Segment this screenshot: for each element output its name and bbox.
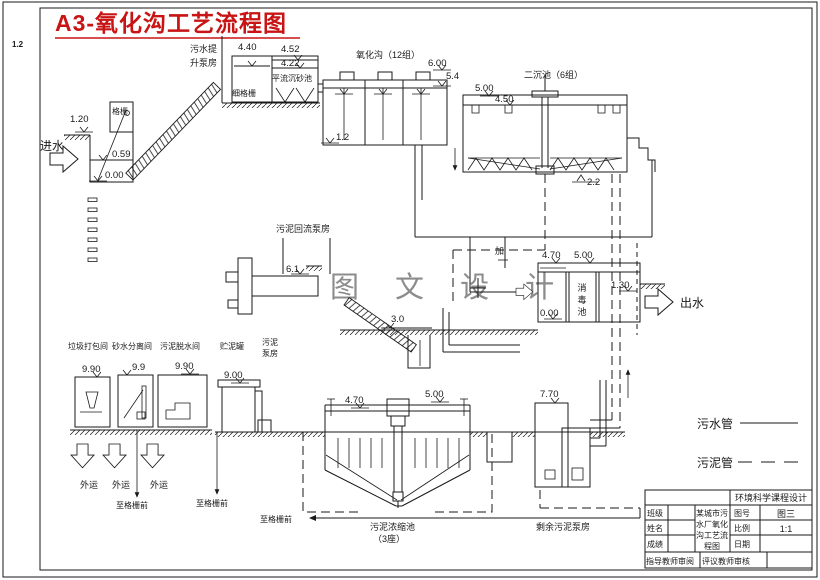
outward-arrow-icon [102,443,127,469]
titleblock-name-label: 姓名 [647,523,663,533]
page-title: A3-氧化沟工艺流程图 [55,10,287,36]
label-lift-pump-1: 污水提 [190,43,217,54]
effluent-arrow-icon [644,288,674,316]
ground-lines [70,283,665,437]
screw-lift-icon [343,297,417,353]
label-sludge-pump-2: 泵房 [262,348,278,358]
label-sludge-dewatering: 污泥脱水间 [160,341,200,351]
lift-pump-grit-section: 污水提 升泵房 4.40 4.52 4.22 平流沉砂池 细格栅 [190,36,323,108]
elev-wet-well: 4.40 [238,42,257,53]
watermark-text: 图 文 设 计 [330,271,568,304]
sludge-screw-lift: 3.0 [343,297,432,369]
elev-clar-bottom: 2.2 [587,177,600,188]
elev-screw-water: 3.0 [391,314,404,325]
secondary-clarifier: 二沉池（6组） 5.00 4.50 2.2 [462,69,656,188]
disinfection-tank: 消 毒 池 4.70 5.00 1.30 0.00 加 [470,243,641,335]
titleblock-advisor: 指导教师审阅 [646,556,694,566]
auxiliary-buildings: 垃圾打包间 砂水分离间 污泥脱水间 贮泥罐 污泥 泵房 9.90 9.9 9.9… [68,337,278,510]
elev-thick-water: 5.00 [425,389,444,400]
elev-storage: 9.00 [224,370,243,381]
label-oxidation-ditch: 氧化沟（12组） [356,49,420,60]
elev-dewater-machine: 6.1 [286,264,299,275]
elev-ox-water: 5.4 [446,71,459,82]
elev-dis-water: 5.00 [574,250,593,261]
titleblock-project-1: 某城市污 [696,508,728,518]
elev-ox-bottom: 1.2 [336,132,349,143]
label-lift-pump-2: 升泵房 [190,57,217,68]
effluent: 出水 [644,288,704,316]
label-outward-1: 外运 [80,479,98,490]
drawing-title: A3-氧化沟工艺流程图 [55,10,300,39]
elev-clar-water: 4.50 [495,94,514,105]
label-disinfection-3: 池 [577,306,586,317]
label-outward-3: 外运 [150,479,168,490]
titleblock-project-4: 程图 [704,542,720,551]
elev-dis-left: 4.70 [542,250,561,261]
elev-influent: 1.20 [70,114,89,125]
sludge-thickener: 4.70 5.00 污泥浓缩池 （3座） [302,389,513,544]
label-disinfection-2: 毒 [577,294,586,305]
elev-surplus: 7.70 [540,389,559,400]
surplus-sludge-pump-house: 7.70 剩余污泥泵房 至格栅前 [260,380,641,532]
outward-arrow-icon [70,443,95,469]
elev-garbage: 9.90 [82,364,101,375]
outward-arrow-icon [140,443,165,469]
label-surplus-sludge-pump: 剩余污泥泵房 [536,521,590,532]
elev-thick-left: 4.70 [345,395,364,406]
elev-ox-top: 6.00 [428,58,447,69]
titleblock-figno-label: 图号 [734,509,750,518]
label-sludge-pump-1: 污泥 [262,337,278,347]
corner-mark: 1.2 [12,40,24,49]
label-grit-chamber: 平流沉砂池 [272,73,312,83]
titleblock-course: 环境科学课程设计 [735,492,807,503]
influent-section: 进水 1.20 格栅 0.59 0.00 [40,81,222,262]
titleblock-scale-value: 1:1 [780,524,793,534]
titleblock-reviewer: 评议教师审核 [702,556,750,566]
label-outward-2: 外运 [112,479,130,490]
label-fine-screen: 细格栅 [232,88,256,98]
label-sludge-return-pump: 污泥回流泵房 [276,223,330,234]
label-coarse-screen: 格栅 [112,106,128,116]
label-effluent: 出水 [680,296,704,310]
legend-sludge-label: 污泥管 [697,455,733,470]
elev-screen-bottom: 0.00 [105,170,124,181]
elev-screen-mid: 0.59 [112,149,131,160]
label-sand-water-separation: 砂水分离间 [112,341,152,351]
label-disinfection-1: 消 [577,282,586,293]
dewatering-machine [225,257,319,315]
label-to-screen-1: 至格栅前 [116,500,148,510]
elev-sand: 9.9 [132,362,145,373]
label-chlorine-dosing: 加 [495,246,504,256]
label-secondary-clarifier: 二沉池（6组） [524,69,583,80]
pipe-legend: 污水管 污泥管 [697,416,798,470]
screw-conveyor-icon [125,81,222,181]
label-thickener-1: 污泥浓缩池 [370,521,415,532]
process-pipes [414,145,653,429]
titleblock-class-label: 班级 [647,508,663,518]
label-thickener-2: （3座） [373,533,405,544]
titleblock-figno-value: 图三 [777,509,795,519]
elev-dis-outlet: 1.30 [611,280,630,291]
titleblock-scale-label: 比例 [734,523,750,533]
elev-dis-bottom: 0.00 [540,308,559,319]
legend-sewage-label: 污水管 [697,416,733,431]
label-to-screen-3: 至格栅前 [260,514,292,524]
label-influent: 进水 [40,139,64,153]
elev-clar-top: 5.00 [475,83,494,94]
title-block: 环境科学课程设计 班级 姓名 成绩 某城市污 水厂氧化 沟工艺流 程图 图号 比… [644,489,813,569]
elev-grit-top: 4.52 [281,44,300,55]
sludge-return-pump-house: 污泥回流泵房 6.1 [276,223,331,275]
label-garbage-packing: 垃圾打包间 [68,341,108,351]
elev-grit-water: 4.22 [281,58,300,69]
titleblock-date-label: 日期 [734,540,750,549]
label-to-screen-2: 至格栅前 [196,498,228,508]
elev-dewater: 9.90 [175,361,194,372]
titleblock-project-3: 沟工艺流 [696,530,728,540]
oxidation-ditch: 氧化沟（12组） 6.00 5.4 1.2 [320,49,459,146]
label-sludge-storage: 贮泥罐 [220,341,244,351]
titleblock-project-2: 水厂氧化 [696,519,728,529]
titleblock-grade-label: 成绩 [647,539,663,549]
